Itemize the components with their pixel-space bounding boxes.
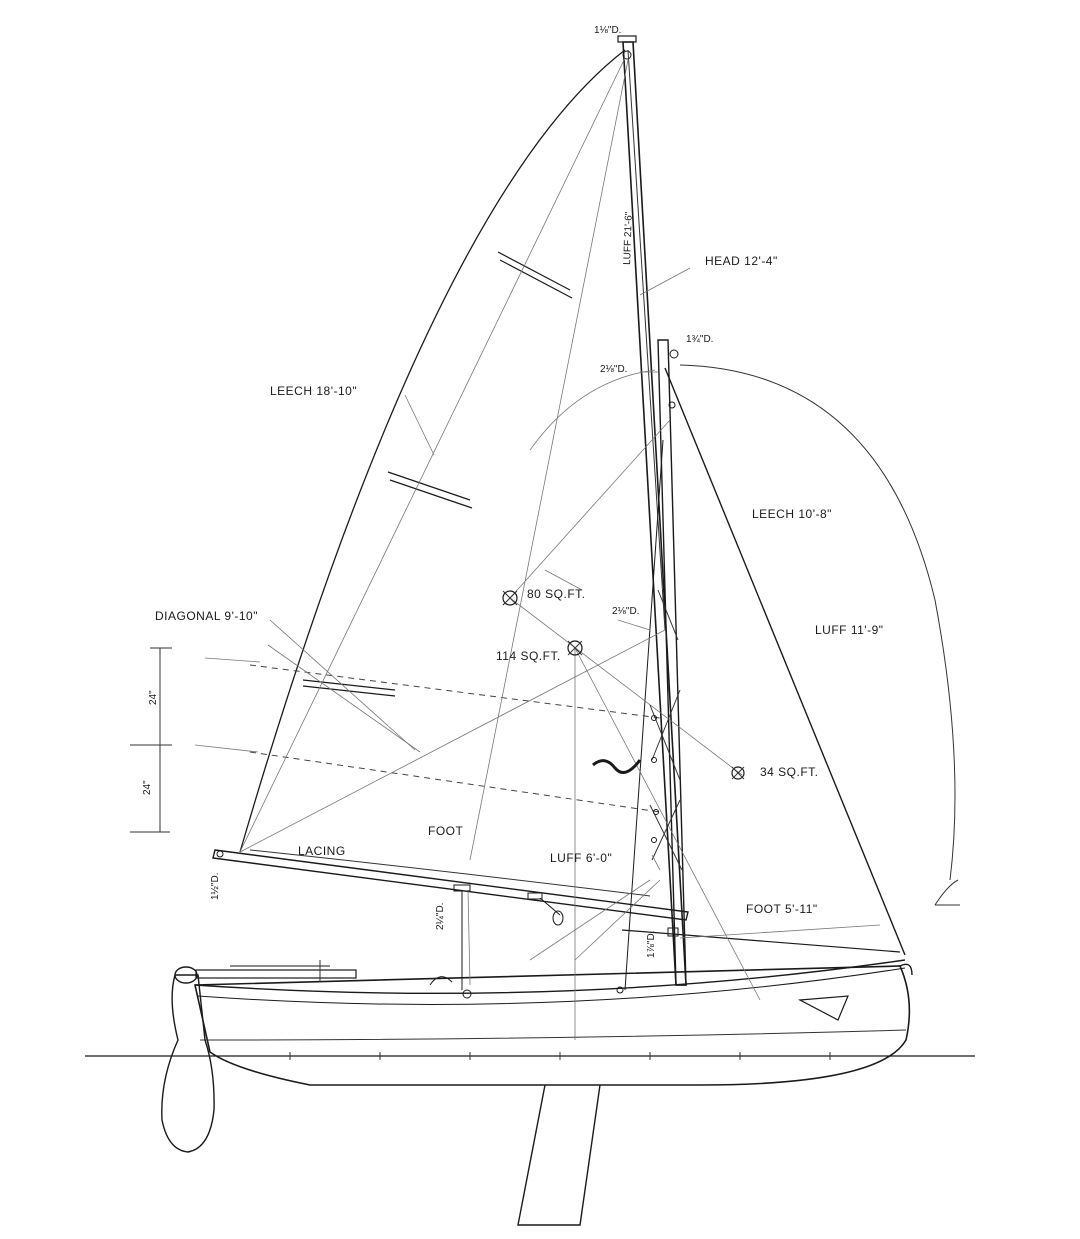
main-area-label: 80 SQ.FT. [527, 587, 586, 601]
total-area-label: 114 SQ.FT. [496, 649, 561, 663]
deck-cleat [667, 927, 679, 937]
mast-dia-upper-label: 2⅛"D. [600, 364, 627, 375]
leader-lines [269, 267, 691, 871]
sheer-line [194, 959, 906, 995]
bow-mark [797, 995, 849, 1021]
head-main-label: HEAD 12'-4" [705, 254, 778, 268]
diagonal-label: DIAGONAL 9'-10" [155, 609, 258, 623]
ce-construction [239, 57, 761, 1040]
mainsail-luff [627, 49, 666, 631]
masthead-cap [617, 35, 637, 43]
hull-outline [194, 965, 911, 1086]
bow-stem [899, 963, 913, 976]
jib-foot [621, 929, 901, 953]
jib-luff-arc [679, 364, 956, 881]
jib-head-dia-label: 1¾"D. [686, 334, 713, 345]
reef-line-lower [249, 751, 661, 813]
centerboard [517, 1084, 601, 1226]
jib-area-label: 34 SQ.FT. [760, 765, 819, 779]
mast-head-dia-label: 1⅛"D. [594, 25, 621, 36]
sheer-strake [197, 967, 906, 1005]
boom-dia-label: 1½"D. [210, 873, 221, 900]
lacing-label: LACING [298, 844, 346, 858]
sweep-mark [592, 759, 642, 774]
jib-leech [624, 439, 664, 991]
jib-foot-dim [679, 924, 881, 939]
rub-rail [199, 1029, 907, 1041]
luff-lower-label: LUFF 6'-0" [550, 851, 612, 865]
ce-total-marker [567, 640, 583, 656]
hound-fitting [668, 401, 676, 409]
jib-halyard-sheave [669, 349, 679, 359]
foot-main-label: FOOT [428, 824, 463, 838]
boom [212, 849, 689, 921]
tiller [195, 969, 357, 979]
mast-rigging [649, 589, 683, 871]
ce-jib-marker [731, 766, 745, 780]
reef-line-mid [194, 744, 259, 753]
battens [302, 251, 573, 697]
foot-jib-label: FOOT 5'-11" [746, 902, 818, 916]
reef-line-top [204, 657, 261, 663]
reef-upper-label: 24" [148, 690, 159, 705]
jib-foot-arc [934, 879, 959, 906]
reef-line-upper [249, 664, 661, 719]
luff-jib-label: LUFF 11'-9" [815, 623, 884, 637]
reef-lower-label: 24" [142, 780, 153, 795]
leech-jib-label: LEECH 10'-8" [752, 507, 832, 521]
mast-dia-deck-label: 1⅞"D. [646, 931, 657, 958]
rudder-blade [161, 974, 215, 1153]
mast-dia-mid-label: 2⅛"D. [612, 606, 639, 617]
mainsail-leech [239, 49, 626, 853]
masthead-sheave [622, 50, 632, 60]
reef-dimensions [130, 647, 172, 833]
mast-fittings [616, 715, 659, 994]
mainsheet-block [429, 884, 472, 999]
luff-main-label: LUFF 21'-6" [622, 211, 635, 265]
jib-luff [664, 367, 906, 956]
ce-main-marker [502, 590, 518, 606]
mast [622, 41, 687, 986]
boom-end [216, 850, 224, 858]
jib-sheet-block [527, 892, 564, 926]
lower-mast [657, 339, 687, 986]
lacing-line [249, 849, 651, 897]
rudder-head [174, 966, 198, 984]
leech-main-label: LEECH 18'-10" [270, 384, 357, 398]
sheet-dia-label: 2¼"D. [434, 903, 446, 930]
main-head-arc [529, 369, 656, 451]
waterline-stations [289, 1052, 831, 1060]
